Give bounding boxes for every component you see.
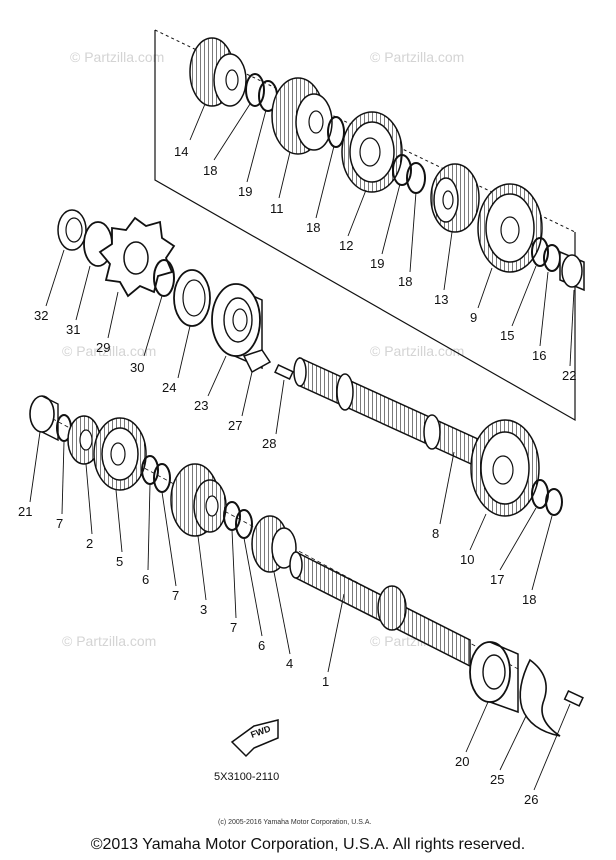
- fwd-arrow-icon: [230, 719, 279, 758]
- part-label: 7: [230, 620, 237, 635]
- part-label: 7: [56, 516, 63, 531]
- watermark: © Partzilla.com: [62, 633, 156, 649]
- part-label: 12: [339, 238, 353, 253]
- collar-32-bore: [65, 217, 83, 243]
- exploded-view-svg: © Partzilla.com © Partzilla.com © Partzi…: [18, 29, 585, 826]
- screw-28: [274, 363, 294, 381]
- part-label: 13: [434, 292, 448, 307]
- part-label: 16: [532, 348, 546, 363]
- part-label: 4: [286, 656, 293, 671]
- gear-4-hub: [271, 527, 297, 569]
- main-axle-end: [289, 551, 303, 579]
- part-label: 24: [162, 380, 176, 395]
- part-label: 20: [455, 754, 469, 769]
- bearing-20-race: [482, 654, 506, 690]
- gear-12-bore: [359, 137, 381, 167]
- part-label: 27: [228, 418, 242, 433]
- part-label: 7: [172, 588, 179, 603]
- part-label: 28: [262, 436, 276, 451]
- part-label: 14: [174, 144, 188, 159]
- part-label: 21: [18, 504, 32, 519]
- copyright-footer: ©2013 Yamaha Motor Corporation, U.S.A. A…: [90, 836, 526, 853]
- part-label: 8: [432, 526, 439, 541]
- part-label: 6: [258, 638, 265, 653]
- part-label: 25: [490, 772, 504, 787]
- needle-bearing-22: [561, 254, 583, 288]
- circlip-30: [153, 259, 175, 297]
- main-axle-gear: [377, 585, 407, 631]
- part-label: 26: [524, 792, 538, 807]
- part-label: 2: [86, 536, 93, 551]
- drive-axle-collar: [423, 414, 441, 450]
- part-labels: 14 18 19 11 18 12 19 18 13 9 15 16 22 32…: [18, 144, 576, 807]
- oil-seal-24-inner: [182, 279, 206, 317]
- part-label: 3: [200, 602, 207, 617]
- part-label: 22: [562, 368, 576, 383]
- part-label: 5: [116, 554, 123, 569]
- circlip-18: [327, 116, 345, 148]
- sprocket-bore: [123, 241, 149, 275]
- watermark: © Partzilla.com: [62, 343, 156, 359]
- needle-bearing-21: [29, 395, 55, 433]
- main-axle-gears: [29, 395, 584, 737]
- part-label: 23: [194, 398, 208, 413]
- gear-5-bore: [110, 442, 126, 466]
- gear-14-bore: [225, 69, 239, 91]
- diagram-code: 5X3100-2110: [214, 771, 279, 783]
- part-label: 17: [490, 572, 504, 587]
- small-copyright: (c) 2005-2016 Yamaha Motor Corporation, …: [218, 819, 371, 826]
- gear-2-bore: [79, 429, 93, 451]
- gear-11-bore: [308, 110, 324, 134]
- fwd-arrow: FWD: [230, 719, 279, 758]
- bearing-23-bore: [232, 308, 248, 332]
- drive-axle-8: [299, 356, 481, 470]
- part-label: 9: [470, 310, 477, 325]
- part-label: 19: [238, 184, 252, 199]
- gear-10-bore: [492, 455, 514, 485]
- gear-3-bore: [205, 495, 219, 517]
- washer-19: [392, 154, 412, 186]
- part-label: 31: [66, 322, 80, 337]
- circlip-18: [245, 73, 265, 107]
- washer-15: [531, 237, 549, 267]
- part-label: 1: [322, 674, 329, 689]
- part-label: 18: [203, 163, 217, 178]
- gear-13-bore: [442, 190, 454, 210]
- leader-lines: [29, 103, 575, 791]
- watermark: © Partzilla.com: [70, 49, 164, 65]
- drive-axle-end: [293, 357, 307, 387]
- bearing-20-body: [489, 641, 519, 714]
- part-label: 11: [270, 201, 284, 216]
- drive-axle-collar: [336, 373, 354, 411]
- bearing-retainer-25: [519, 658, 561, 737]
- watermark: © Partzilla.com: [370, 49, 464, 65]
- watermark: © Partzilla.com: [370, 343, 464, 359]
- sprocket-group: [57, 209, 294, 381]
- part-label: 18: [522, 592, 536, 607]
- part-label: 6: [142, 572, 149, 587]
- part-label: 19: [370, 256, 384, 271]
- part-label: 15: [500, 328, 514, 343]
- part-label: 32: [34, 308, 48, 323]
- part-label: 29: [96, 340, 110, 355]
- part-label: 18: [306, 220, 320, 235]
- part-label: 10: [460, 552, 474, 567]
- part-label: 30: [130, 360, 144, 375]
- drive-axle-gears: [189, 37, 585, 292]
- gear-9-bore: [500, 216, 520, 244]
- bearing-plate-27: [242, 349, 272, 374]
- circlip-18: [545, 488, 563, 516]
- drive-axle-outline: [154, 30, 576, 422]
- drive-axle-shaft: [293, 356, 563, 517]
- screw-26: [563, 689, 584, 707]
- part-label: 18: [398, 274, 412, 289]
